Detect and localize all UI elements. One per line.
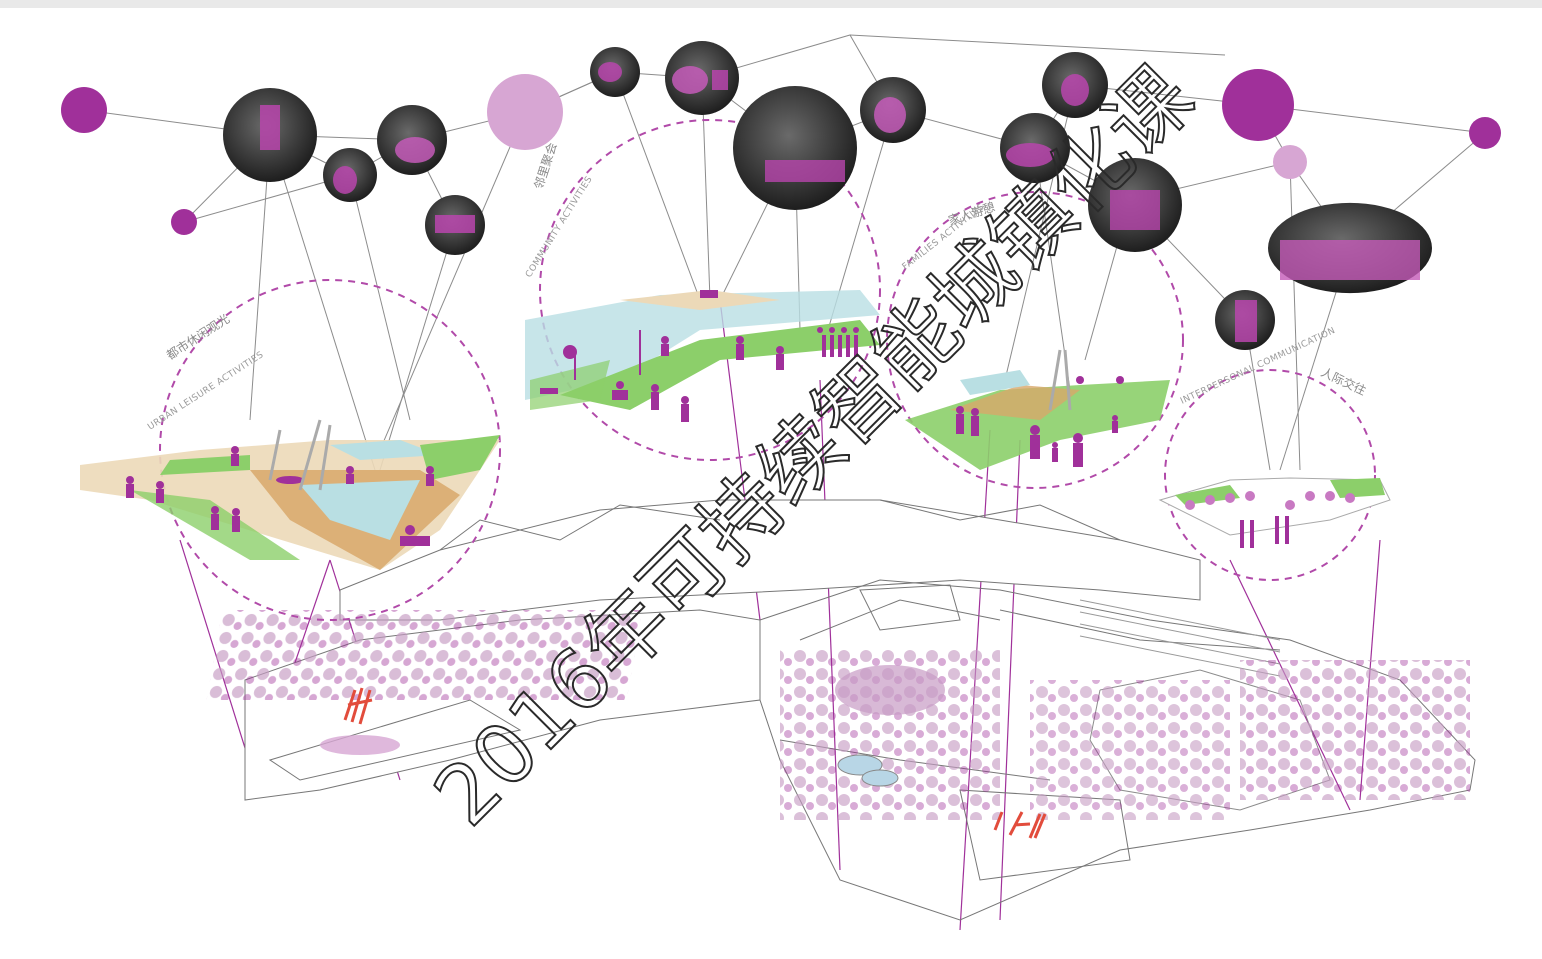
zone-community-en: COMMUNITY ACTIVITIES	[524, 175, 595, 280]
photo-bubble-11	[1088, 158, 1182, 252]
zone-interpersonal-cn: 人际交往	[1319, 364, 1369, 398]
photo-bubble-12	[1268, 202, 1432, 294]
photo-bubble-10	[1042, 52, 1108, 118]
zone-urban-leisure-cn: 都市休闲观光	[163, 311, 232, 363]
steps	[1079, 599, 1281, 677]
zone-urban-leisure: 都市休闲观光 URBAN LEISURE ACTIVITIES	[80, 279, 501, 621]
zone-interpersonal: 人际交往 INTERPERSONAL COMMUNICATION	[1158, 326, 1391, 581]
plan-trees	[206, 610, 1470, 820]
zone-urban-leisure-en: URBAN LEISURE ACTIVITIES	[146, 350, 266, 432]
photo-bubble-13	[1215, 290, 1275, 350]
photo-bubble-2	[323, 148, 377, 202]
photo-bubble-3	[377, 105, 447, 175]
accent-bubbles	[61, 69, 1501, 235]
photo-bubble-8	[860, 77, 926, 143]
photo-bubbles	[223, 41, 1432, 350]
photo-bubble-6	[665, 41, 739, 115]
zone-community: 邻里聚会 COMMUNITY ACTIVITIES	[524, 119, 881, 461]
photo-bubble-1	[223, 88, 317, 182]
photo-bubble-7	[733, 86, 857, 210]
top-border-strip	[0, 0, 1542, 8]
photo-bubble-9	[1000, 113, 1070, 183]
photo-bubble-5	[590, 47, 640, 97]
photo-bubble-4	[425, 195, 485, 255]
red-marks	[343, 687, 1047, 839]
